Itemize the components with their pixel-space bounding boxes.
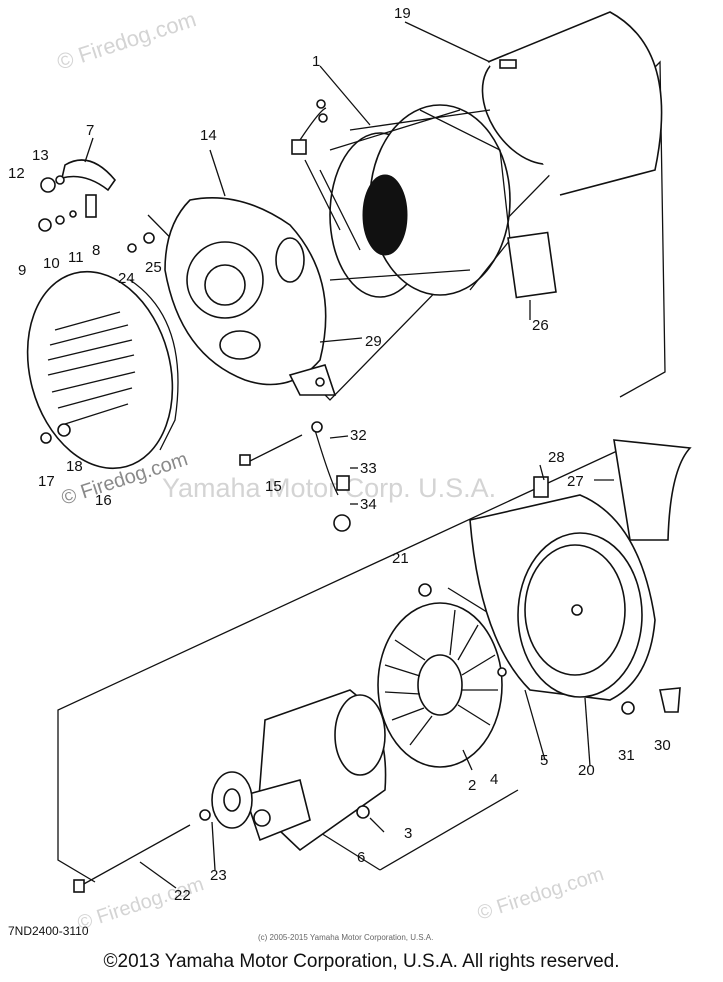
part-4-fan [377,602,503,768]
callout-6: 6 [357,849,365,866]
callout-31: 31 [618,747,635,764]
callout-14: 14 [200,127,217,144]
part-19-cover-band [481,11,663,196]
callout-2: 2 [468,777,476,794]
callout-33: 33 [360,460,377,477]
callout-21: 21 [392,550,409,567]
callout-34: 34 [360,496,377,513]
callout-24: 24 [118,270,135,287]
bearing-and-fasteners [73,583,681,893]
callout-20: 20 [578,762,595,779]
callout-30: 30 [654,737,671,754]
callout-28: 28 [548,449,565,466]
part-26-label-pad [507,231,557,299]
part-code: 7ND2400-3110 [8,924,89,938]
callout-22: 22 [174,887,191,904]
callout-26: 26 [532,317,549,334]
callout-1: 1 [312,53,320,70]
callout-11: 11 [68,249,84,266]
callout-17: 17 [38,473,55,490]
callout-10: 10 [43,255,60,272]
callout-16: 16 [95,492,112,509]
part-1-stator [291,99,511,298]
callout-7: 7 [86,122,94,139]
callout-15: 15 [265,478,282,495]
watermark-site-bottom-right: © Firedog.com [475,863,607,925]
callout-18: 18 [66,458,83,475]
part-14-end-bracket [164,197,337,396]
callout-32: 32 [350,427,367,444]
part-16-grille-cover [26,270,179,470]
callout-23: 23 [210,867,227,884]
watermark-brand: Yamaha Motor Corp. U.S.A. [162,473,496,503]
leader-lines [84,21,614,889]
callout-12: 12 [8,165,25,182]
callout-5: 5 [540,752,548,769]
callout-labels: 1 2 3 4 5 6 7 8 9 10 11 12 13 14 15 16 1… [8,5,671,904]
callout-3: 3 [404,825,412,842]
part-2-rotor [243,689,387,852]
bolt-and-wire [239,421,351,532]
callout-4: 4 [490,771,498,788]
callout-29: 29 [365,333,382,350]
callout-27: 27 [567,473,584,490]
callout-25: 25 [145,259,162,276]
callout-13: 13 [32,147,49,164]
small-copyright: (c) 2005-2015 Yamaha Motor Corporation, … [258,933,434,942]
part-27-28-bracket [533,439,692,541]
hardware-small [38,159,155,444]
watermark-site-top: © Firedog.com [54,6,199,74]
callout-9: 9 [18,262,26,279]
copyright-notice: ©2013 Yamaha Motor Corporation, U.S.A. A… [103,951,620,972]
callout-19: 19 [394,5,411,22]
part-20-fan-housing [469,494,656,701]
callout-8: 8 [92,242,100,259]
